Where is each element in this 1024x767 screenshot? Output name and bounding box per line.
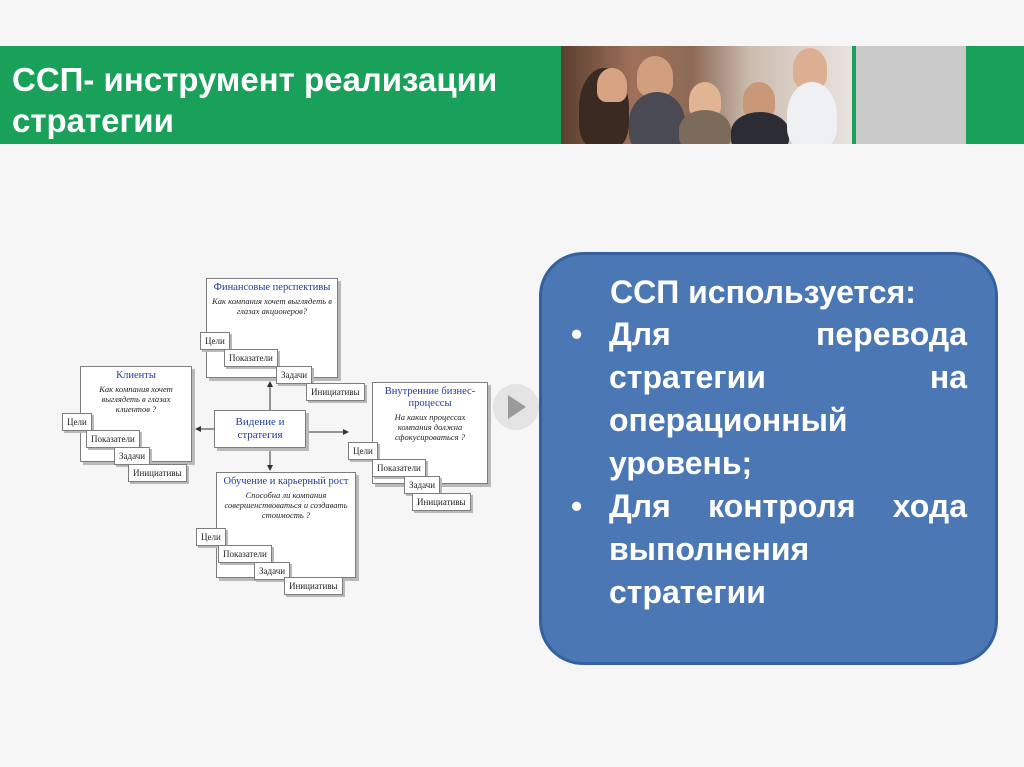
diagram-arrows [195, 381, 349, 471]
finance-tag-tasks: Задачи [276, 366, 313, 384]
next-slide-button[interactable] [493, 384, 539, 430]
clients-tag-tasks: Задачи [114, 447, 151, 465]
learning-title: Обучение и карьерный рост [223, 476, 349, 487]
internal-title: Внутренние бизнес-процессы [384, 386, 476, 409]
clients-tag-indicators: Показатели [86, 430, 140, 448]
clients-title: Клиенты [116, 370, 156, 381]
panel-bullet-item: • Для контроля хода выполнения стратегии [567, 485, 967, 614]
panel-heading: ССП используется: [610, 274, 916, 310]
slide-title: ССП- инструмент реализации стратегии [12, 61, 498, 139]
play-arrow-icon [508, 395, 526, 419]
finance-title: Финансовые перспективы [213, 282, 331, 293]
learning-question: Способна ли компания совершенствоваться … [224, 490, 348, 520]
internal-tag-tasks: Задачи [404, 476, 441, 494]
learning-tag-tasks: Задачи [254, 562, 291, 580]
internal-tag-initiatives: Инициативы [412, 493, 471, 511]
header-green-end [970, 46, 1024, 144]
learning-tag-initiatives: Инициативы [284, 577, 343, 595]
learning-tag-indicators: Показатели [218, 545, 272, 563]
header-band [0, 46, 1024, 144]
center-vision-box: Видение и стратегия [214, 410, 306, 448]
internal-question: На каких процессах компания должна сфоку… [394, 412, 466, 442]
panel-bullet-text: Для перевода стратегии на операционный у… [609, 316, 967, 481]
finance-tag-indicators: Показатели [224, 349, 278, 367]
finance-tag-initiatives: Инициативы [306, 383, 365, 401]
panel-bullet-list: • Для перевода стратегии на операционный… [567, 313, 967, 614]
clients-question: Как компания хочет выглядеть в глазах кл… [99, 384, 173, 414]
panel-bullet-text: Для контроля хода выполнения стратегии [609, 488, 967, 610]
header-gray-block [856, 46, 966, 144]
bullet-dot-icon: • [571, 488, 583, 524]
internal-tag-indicators: Показатели [372, 459, 426, 477]
finance-tag-goals: Цели [200, 332, 230, 350]
bsc-diagram: Финансовые перспективы Как компания хоче… [56, 274, 496, 604]
finance-question: Как компания хочет выглядеть в глазах ак… [212, 296, 332, 316]
internal-tag-goals: Цели [348, 442, 378, 460]
header-photo [561, 46, 852, 144]
clients-tag-goals: Цели [62, 413, 92, 431]
bullet-dot-icon: • [571, 316, 583, 352]
usage-panel: ССП используется: • Для перевода стратег… [539, 252, 998, 665]
learning-tag-goals: Цели [196, 528, 226, 546]
clients-tag-initiatives: Инициативы [128, 464, 187, 482]
panel-bullet-item: • Для перевода стратегии на операционный… [567, 313, 967, 485]
